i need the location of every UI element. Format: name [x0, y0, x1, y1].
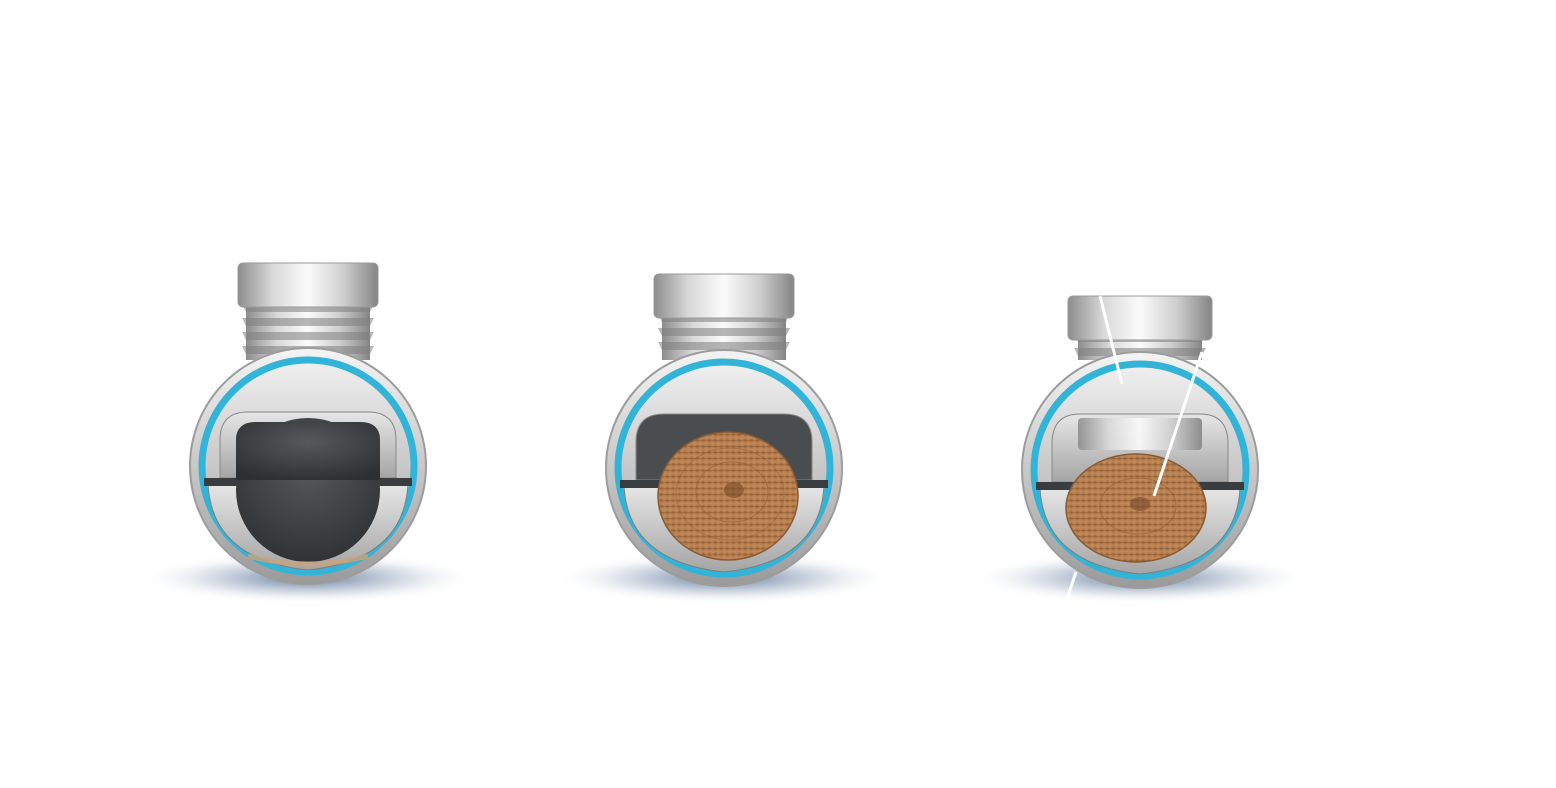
cap	[653, 273, 795, 319]
seal-ring	[198, 356, 418, 576]
pressure-plate	[1078, 418, 1202, 450]
stage-clamped	[970, 295, 1310, 621]
seal-ring	[614, 358, 834, 578]
cap	[237, 262, 379, 308]
seal-ring	[1030, 360, 1250, 580]
threaded-neck	[237, 262, 379, 360]
leader-line	[1058, 571, 1078, 621]
threaded-neck	[653, 273, 795, 360]
leader-line	[1098, 295, 1124, 385]
stage-open	[138, 262, 478, 604]
stage-gripped	[554, 273, 894, 604]
wood-stem-core	[724, 482, 744, 498]
wood-stem-core	[1130, 497, 1150, 511]
cap	[1067, 295, 1213, 341]
leader-line	[1152, 351, 1204, 497]
threaded-neck	[1067, 295, 1213, 360]
